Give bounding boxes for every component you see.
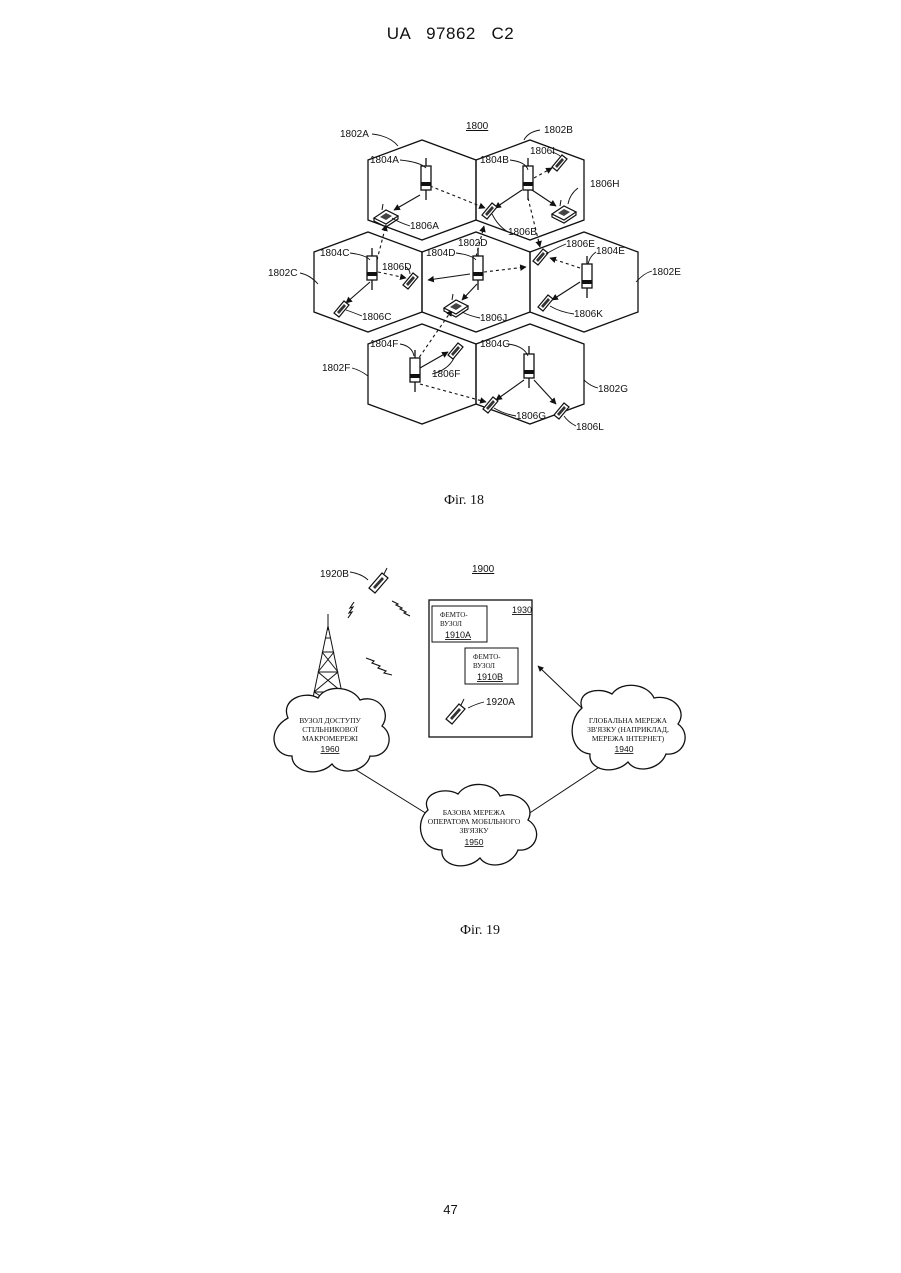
label-1806F: 1806F xyxy=(432,369,460,380)
access-point-1804D xyxy=(473,248,483,290)
label-1802E: 1802E xyxy=(652,267,681,278)
wan-line1: ГЛОБАЛЬНА МЕРЕЖА xyxy=(589,716,668,725)
terminal-1806K xyxy=(538,295,553,311)
terminal-a-label: 1920A xyxy=(486,697,515,708)
label-1806L: 1806L xyxy=(576,422,604,433)
leader-1920B xyxy=(350,572,368,580)
label-1804G: 1804G xyxy=(480,339,510,350)
label-1806A: 1806A xyxy=(410,221,439,232)
wireless-signal-marks xyxy=(348,601,410,675)
terminal-1920B xyxy=(369,568,388,593)
label-1806I: 1806I xyxy=(530,146,555,157)
access-points xyxy=(367,158,592,392)
label-1802G: 1802G xyxy=(598,384,628,395)
wan-line2: ЗВ'ЯЗКУ (НАПРИКЛАД, xyxy=(587,725,669,734)
macro-line1: ВУЗОЛ ДОСТУПУ xyxy=(299,716,361,725)
label-1802B: 1802B xyxy=(544,125,573,136)
core-line3: ЗВ'ЯЗКУ xyxy=(459,826,489,835)
femto-b-line2: ВУЗОЛ xyxy=(473,662,495,670)
terminal-1806H xyxy=(552,200,576,223)
core-line1: БАЗОВА МЕРЕЖА xyxy=(443,808,506,817)
building-label: 1930 xyxy=(512,605,532,615)
terminal-1806C xyxy=(334,301,349,317)
label-1806B: 1806B xyxy=(508,227,537,238)
access-point-1804F xyxy=(410,350,420,392)
core-id: 1950 xyxy=(465,837,484,847)
label-1806H: 1806H xyxy=(590,179,619,190)
label-1806E: 1806E xyxy=(566,239,595,250)
terminal-1806F xyxy=(448,343,463,359)
femto-b-line1: ФЕМТО- xyxy=(473,653,501,661)
label-1804E: 1804E xyxy=(596,246,625,257)
label-1806C: 1806C xyxy=(362,312,391,323)
terminal-1806E xyxy=(533,249,548,265)
label-1802F: 1802F xyxy=(322,363,350,374)
fig19-caption: Фіг. 19 xyxy=(460,923,500,938)
terminal-1806G xyxy=(483,397,498,413)
label-1802D: 1802D xyxy=(458,238,487,249)
femto-a-line1: ФЕМТО- xyxy=(440,611,468,619)
fig18-system-label: 1800 xyxy=(466,121,489,132)
label-1804C: 1804C xyxy=(320,248,349,259)
terminal-b-label: 1920B xyxy=(320,569,349,580)
label-1806G: 1806G xyxy=(516,411,546,422)
label-1804A: 1804A xyxy=(370,155,399,166)
macro-line3: МАКРОМЕРЕЖІ xyxy=(302,734,358,743)
label-1804D: 1804D xyxy=(426,248,455,259)
figure-19: 1900 1930 ФЕМТО- ВУЗОЛ 1910A ФЕМТО- ВУЗО… xyxy=(0,540,901,960)
access-point-1804E xyxy=(582,256,592,298)
fig18-caption: Фіг. 18 xyxy=(444,493,484,508)
label-1806J: 1806J xyxy=(480,313,507,324)
label-1802A: 1802A xyxy=(340,129,369,140)
fig19-system-label: 1900 xyxy=(472,564,495,575)
femto-b-id: 1910B xyxy=(477,672,503,682)
terminal-1806D xyxy=(403,273,418,289)
page-number: 47 xyxy=(0,1202,901,1217)
wireless-links xyxy=(346,168,580,404)
femto-a-line2: ВУЗОЛ xyxy=(440,620,462,628)
label-1802C: 1802C xyxy=(268,268,297,279)
macro-line2: СТІЛЬНИКОВОЇ xyxy=(302,725,358,734)
core-line2: ОПЕРАТОРА МОБІЛЬНОГО xyxy=(428,817,521,826)
wan-line3: МЕРЕЖА ІНТЕРНЕТ) xyxy=(592,734,665,743)
label-1804F: 1804F xyxy=(370,339,398,350)
terminal-1806B xyxy=(482,203,497,219)
label-1804B: 1804B xyxy=(480,155,509,166)
access-point-1804A xyxy=(421,158,431,200)
label-1806D: 1806D xyxy=(382,262,411,273)
label-1806K: 1806K xyxy=(574,309,603,320)
figure-18: 1800 1802A 1802B 1802C 1802D 1802E 1802F… xyxy=(0,0,901,560)
femto-a-id: 1910A xyxy=(445,630,471,640)
macro-id: 1960 xyxy=(321,744,340,754)
terminal-1806I xyxy=(552,155,567,171)
wan-id: 1940 xyxy=(615,744,634,754)
